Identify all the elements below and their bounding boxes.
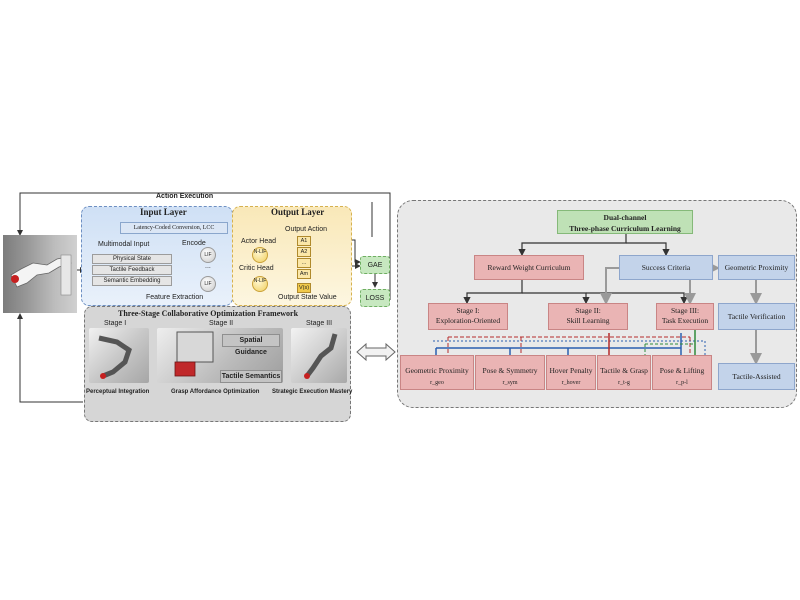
robot-arm-icon <box>10 254 72 296</box>
reward-symbol: r_t-g <box>618 380 630 386</box>
reward-symbol: r_p-l <box>676 380 688 386</box>
tactile-semantics-tag: Tactile Semantics <box>220 370 282 383</box>
stage1-title: Stage I: <box>456 306 480 315</box>
tactile-verification-box: Tactile Verification <box>718 303 795 330</box>
caption-grasp-affordance: Grasp Affordance Optimization <box>171 389 260 395</box>
curriculum-title: Dual-channel Three-phase Curriculum Lear… <box>557 210 693 234</box>
stage2-title: Stage II: <box>575 306 601 315</box>
action-cell-am: Am <box>297 269 311 279</box>
reward-name: Pose & Lifting <box>659 366 705 375</box>
stage3-label: Stage III <box>306 320 333 327</box>
success-to-stage2 <box>600 267 619 305</box>
action-cell-a2: A2 <box>297 247 311 257</box>
stage1-arm-icon <box>98 335 132 379</box>
action-execution-label: Action Execution <box>156 193 214 200</box>
stage3-arm-icon <box>304 333 338 379</box>
feature-extraction-label: Feature Extraction <box>146 294 204 301</box>
caption-strategic-execution: Strategic Execution Mastery <box>272 389 353 395</box>
robot-arm-image <box>3 235 77 313</box>
reward-to-stages <box>463 280 523 305</box>
lif-dots: ... <box>205 263 211 270</box>
reward-box-geo: Geometric Proximity r_geo <box>400 355 474 390</box>
framework-title: Three-Stage Collaborative Optimization F… <box>118 309 299 318</box>
bidirectional-arrow-icon <box>356 342 396 362</box>
output-layer-title: Output Layer <box>271 207 325 217</box>
curriculum-title-line2: Three-phase Curriculum Learning <box>569 224 681 233</box>
action-cell-dots: ... <box>297 258 311 268</box>
tactile-assisted-box: Tactile-Assisted <box>718 363 795 390</box>
lcc-box: Latency-Coded Conversion, LCC <box>120 222 228 234</box>
reward-box-sym: Pose & Symmetry r_sym <box>475 355 545 390</box>
action-cell-a1: A1 <box>297 236 311 246</box>
reward-symbol: r_geo <box>430 380 444 386</box>
semantic-embedding-item: Semantic Embedding <box>92 276 172 286</box>
output-action-label: Output Action <box>285 226 328 233</box>
reward-name: Geometric Proximity <box>405 366 469 375</box>
curriculum-title-line1: Dual-channel <box>603 213 647 222</box>
reward-weight-curriculum-box: Reward Weight Curriculum <box>474 255 584 280</box>
reward-to-stage2 <box>522 292 590 305</box>
action-execution-loop <box>17 192 391 300</box>
stage2-subtitle: Skill Learning <box>566 316 610 325</box>
reward-box-hover: Hover Penalty r_hover <box>546 355 596 390</box>
critic-head-label: Critic Head <box>239 265 274 272</box>
stage3-box: Stage III: Task Execution <box>656 303 714 330</box>
reward-to-stage3 <box>586 292 688 305</box>
stage2-label: Stage II <box>209 320 234 327</box>
stage1-box: Stage I: Exploration-Oriented <box>428 303 508 330</box>
value-cell: V(s) <box>297 283 311 293</box>
title-to-success <box>626 242 670 257</box>
tactile-feedback-item: Tactile Feedback <box>92 265 172 275</box>
caption-perceptual-integration: Perceptual Integration <box>86 389 150 395</box>
stage2-gripper-icon <box>174 331 214 377</box>
success-criteria-box: Success Criteria <box>619 255 713 280</box>
output-state-value-label: Output State Value <box>278 294 337 301</box>
stage3-subtitle: Task Execution <box>661 316 709 325</box>
input-layer-title: Input Layer <box>140 207 187 217</box>
actor-head-label: Actor Head <box>241 238 277 245</box>
stage3-image <box>291 328 347 383</box>
stage1-image <box>89 328 149 383</box>
stage3-title: Stage III: <box>670 306 700 315</box>
reward-symbol: r_hover <box>561 380 581 386</box>
loss-box: LOSS <box>360 289 390 307</box>
gae-box: GAE <box>360 256 390 274</box>
reward-symbol: r_sym <box>502 380 518 386</box>
multimodal-input-label: Multimodal Input <box>98 241 150 248</box>
n-lif-node-critic: N-LIF <box>252 276 268 292</box>
reward-box-tg: Tactile & Grasp r_t-g <box>597 355 651 390</box>
lif-node-bottom: LIF <box>200 276 216 292</box>
reward-box-pl: Pose & Lifting r_p-l <box>652 355 712 390</box>
encode-label: Encode <box>182 240 206 247</box>
spatial-guidance-tag: Spatial Guidance <box>222 334 280 356</box>
physical-state-item: Physical State <box>92 254 172 264</box>
bottom-loop <box>17 313 83 403</box>
n-lif-node-actor: N-LIF <box>252 247 268 263</box>
reward-name: Hover Penalty <box>549 366 593 375</box>
stage1-subtitle: Exploration-Oriented <box>435 316 501 325</box>
reward-name: Pose & Symmetry <box>482 366 538 375</box>
stage2-box: Stage II: Skill Learning <box>548 303 628 330</box>
lif-node-top: LIF <box>200 247 216 263</box>
geometric-proximity-criterion-box: Geometric Proximity <box>718 255 795 280</box>
stage1-label: Stage I <box>104 320 127 327</box>
title-to-branches <box>518 234 627 257</box>
reward-name: Tactile & Grasp <box>600 366 648 375</box>
